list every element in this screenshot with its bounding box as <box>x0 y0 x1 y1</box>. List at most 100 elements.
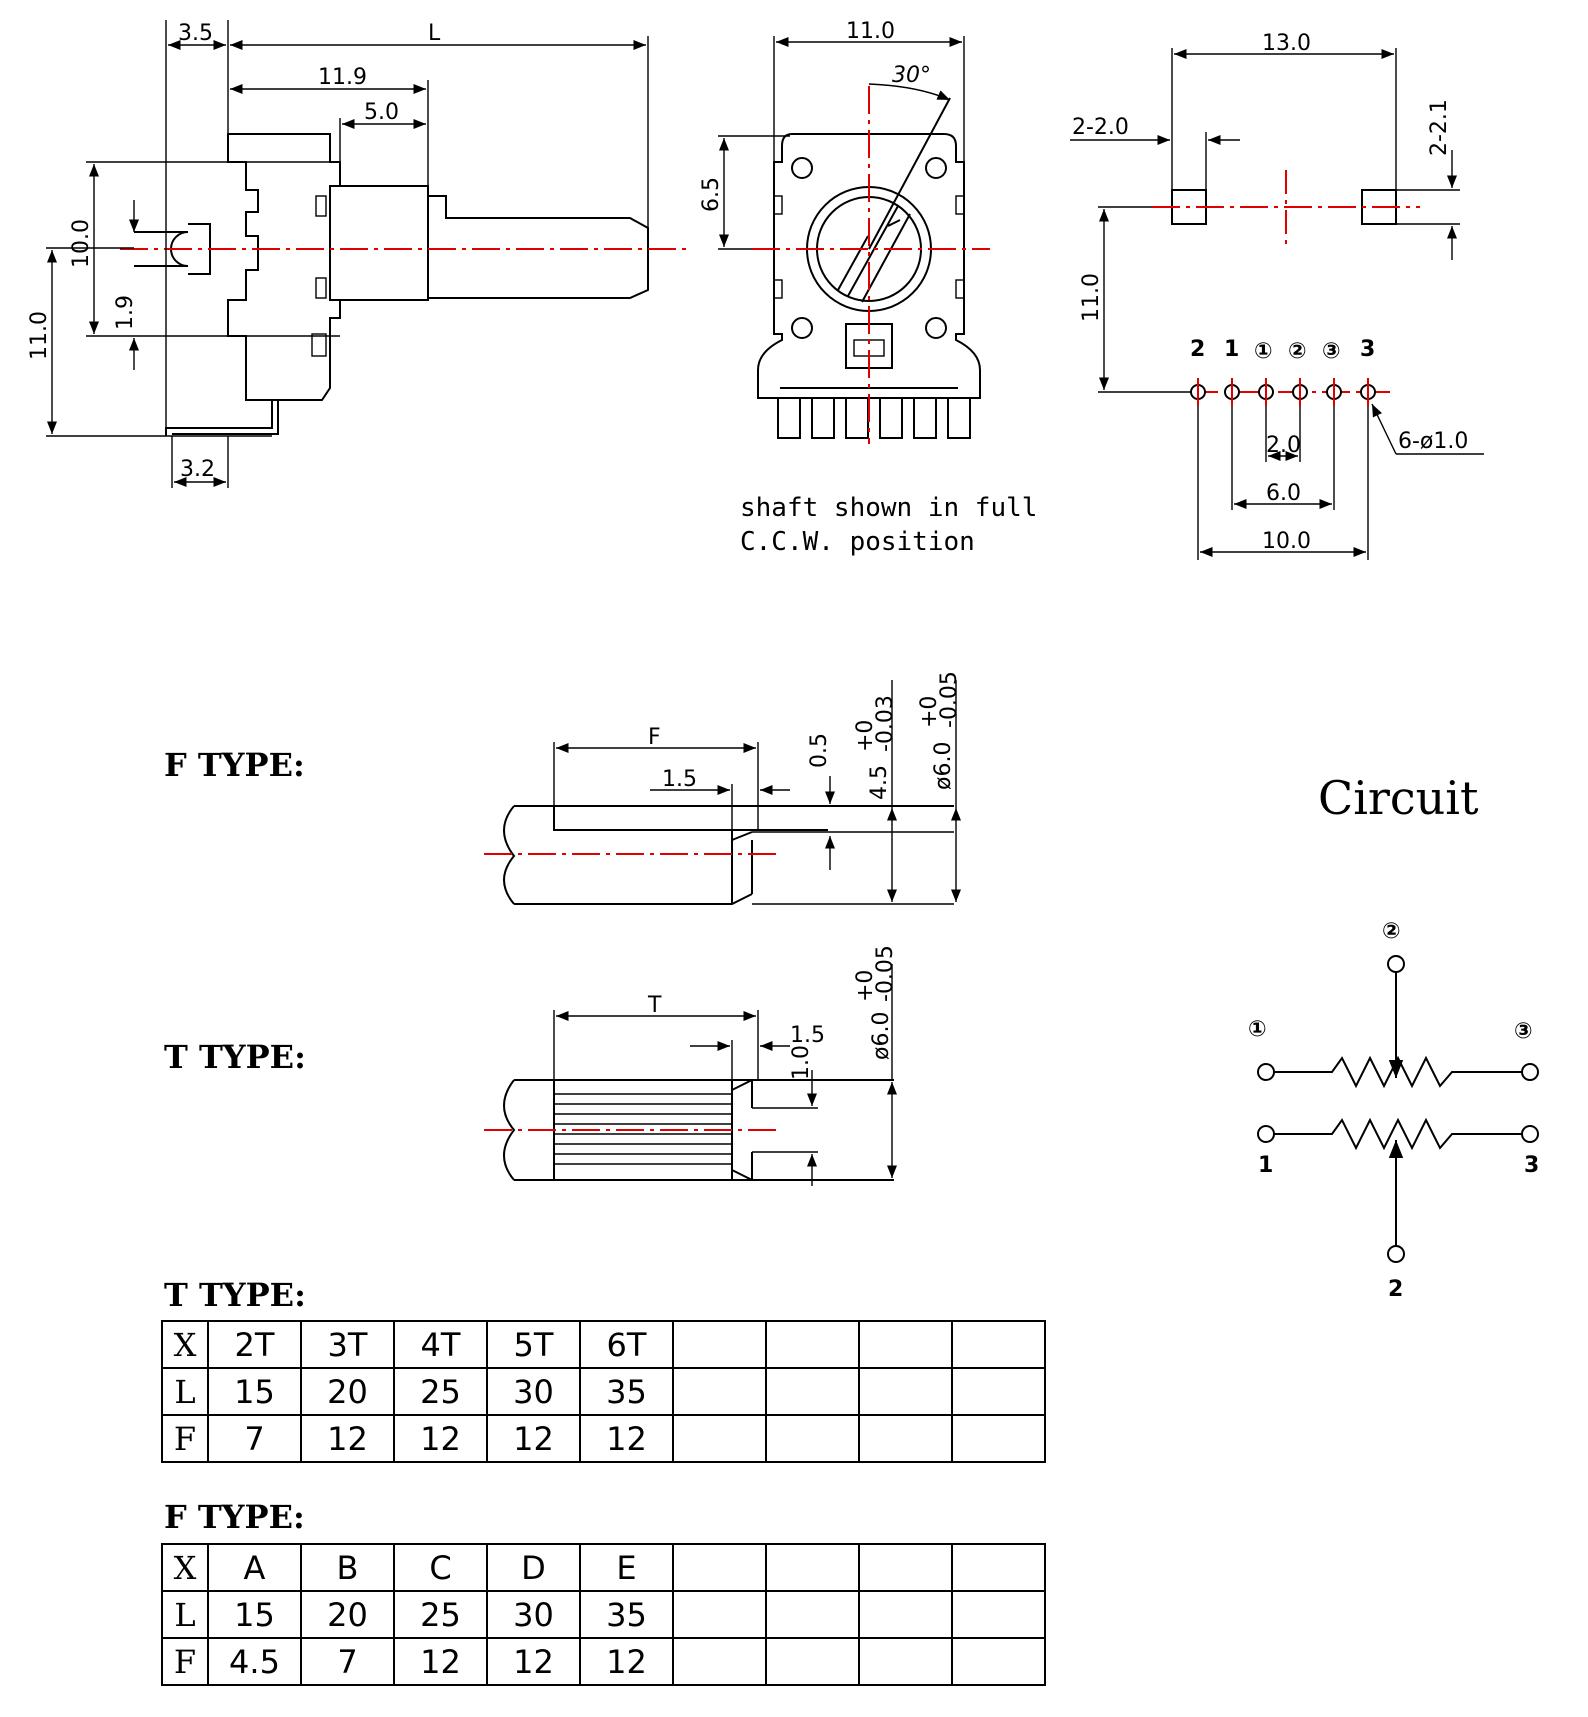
table-cell <box>951 1414 1046 1463</box>
table-cell: F <box>161 1637 209 1686</box>
circuit-lower-pin-2: 2 <box>1388 1277 1403 1302</box>
table-cell: 4.5 <box>207 1637 302 1686</box>
angle-30: 30° <box>892 63 931 88</box>
table-cell: X <box>161 1320 209 1369</box>
table-row: L 15 20 25 30 35 <box>161 1590 1046 1639</box>
t-type-table-title: T TYPE: <box>164 1276 306 1314</box>
table-cell: F <box>161 1414 209 1463</box>
pcb-dim-11-0: 11.0 <box>1079 273 1104 322</box>
front-view-dimensions: 11.0 30° 6.5 <box>699 19 965 250</box>
table-cell <box>858 1543 953 1592</box>
table-cell: 12 <box>486 1637 581 1686</box>
table-cell: 3T <box>300 1320 395 1369</box>
pcb-pin-c1: ① <box>1254 339 1273 364</box>
table-cell: 15 <box>207 1590 302 1639</box>
dim-3-5: 3.5 <box>178 21 213 46</box>
pcb-dim-13-0: 13.0 <box>1262 31 1311 56</box>
table-cell: 35 <box>579 1590 674 1639</box>
table-cell: 15 <box>207 1367 302 1416</box>
f-dim-4-5: 4.5 <box>867 765 892 800</box>
table-cell <box>951 1367 1046 1416</box>
table-cell <box>858 1320 953 1369</box>
table-cell: A <box>207 1543 302 1592</box>
f-dim-F: F <box>648 725 661 750</box>
table-cell <box>672 1637 767 1686</box>
front-dim-6-5: 6.5 <box>699 177 724 212</box>
table-cell: 30 <box>486 1367 581 1416</box>
f-dim-4-5-tol-plus: +0 <box>853 720 878 752</box>
table-row: F 4.5 7 12 12 12 <box>161 1637 1046 1686</box>
pcb-dim-2-2-1: 2-2.1 <box>1427 99 1452 156</box>
table-cell <box>858 1590 953 1639</box>
table-cell <box>765 1414 860 1463</box>
table-cell <box>672 1367 767 1416</box>
t-dim-6-0-tol-plus: +0 <box>853 970 878 1002</box>
table-row: X A B C D E <box>161 1543 1046 1592</box>
pcb-dim-6-0: 6.0 <box>1266 481 1301 506</box>
table-cell <box>765 1543 860 1592</box>
table-cell <box>765 1367 860 1416</box>
pcb-dim-2-0: 2.0 <box>1266 433 1301 458</box>
table-cell: L <box>161 1590 209 1639</box>
f-dim-6-0-tol-minus: -0.05 <box>937 671 962 728</box>
table-cell: 12 <box>579 1637 674 1686</box>
t-dim-1-5: 1.5 <box>790 1023 825 1048</box>
t-type-table: X 2T 3T 4T 5T 6T L 15 20 25 30 35 F 7 12… <box>161 1320 1046 1463</box>
f-dim-4-5-tol-minus: -0.03 <box>873 695 898 752</box>
pcb-pin-1: 1 <box>1224 337 1239 362</box>
table-cell: 6T <box>579 1320 674 1369</box>
pcb-pin-c3: ③ <box>1322 339 1341 364</box>
circuit-lower-pin-1: 1 <box>1258 1153 1273 1178</box>
table-cell: 25 <box>393 1367 488 1416</box>
table-cell: C <box>393 1543 488 1592</box>
circuit-diagram: Circuit ① ② ③ 1 2 3 <box>1248 771 1539 1302</box>
pcb-pin-2: 2 <box>1190 337 1205 362</box>
table-cell: L <box>161 1367 209 1416</box>
f-type-label: F TYPE: <box>164 746 305 784</box>
pcb-dim-2-2-0: 2-2.0 <box>1072 115 1129 140</box>
table-cell <box>858 1367 953 1416</box>
shaft-note-line2: C.C.W. position <box>740 527 975 557</box>
table-cell: 20 <box>300 1590 395 1639</box>
table-cell <box>765 1320 860 1369</box>
circuit-lower-pin-3: 3 <box>1524 1153 1539 1178</box>
front-view: 11.0 30° 6.5 shaft shown in full C.C.W. … <box>699 19 1037 557</box>
pcb-dim-hole: 6-ø1.0 <box>1398 429 1468 454</box>
circuit-upper-pin-3: ③ <box>1514 1019 1533 1044</box>
table-cell <box>951 1320 1046 1369</box>
table-row: F 7 12 12 12 12 <box>161 1414 1046 1463</box>
f-dim-1-5: 1.5 <box>662 767 697 792</box>
table-row: X 2T 3T 4T 5T 6T <box>161 1320 1046 1369</box>
table-cell <box>672 1320 767 1369</box>
dim-11-0: 11.0 <box>27 311 52 360</box>
table-cell: 2T <box>207 1320 302 1369</box>
table-row: L 15 20 25 30 35 <box>161 1367 1046 1416</box>
table-cell: 7 <box>300 1637 395 1686</box>
table-cell: 12 <box>393 1637 488 1686</box>
circuit-upper-pin-2: ② <box>1382 919 1401 944</box>
t-type-shaft: T TYPE: T 1.5 1.0 ø6.0 +0 <box>164 945 898 1186</box>
t-dim-6-0-tol-minus: -0.05 <box>873 945 898 1002</box>
table-cell <box>765 1637 860 1686</box>
table-cell: 5T <box>486 1320 581 1369</box>
side-view: 3.5 L 11.9 5.0 10.0 1.9 11.0 3.2 <box>27 20 690 488</box>
circuit-upper-pin-1: ① <box>1248 1017 1267 1042</box>
dim-1-9: 1.9 <box>113 295 138 330</box>
table-cell: 20 <box>300 1367 395 1416</box>
table-cell: 35 <box>579 1367 674 1416</box>
side-view-dimensions: 3.5 L 11.9 5.0 10.0 1.9 11.0 3.2 <box>27 20 649 488</box>
table-cell <box>951 1637 1046 1686</box>
table-cell: 12 <box>579 1414 674 1463</box>
circuit-title: Circuit <box>1318 771 1479 825</box>
table-cell <box>858 1414 953 1463</box>
shaft-note-line1: shaft shown in full <box>740 493 1037 523</box>
dim-5-0: 5.0 <box>364 100 399 125</box>
front-dim-11-0: 11.0 <box>846 19 895 44</box>
dim-L: L <box>428 21 441 46</box>
f-type-table-title: F TYPE: <box>164 1498 305 1536</box>
table-cell <box>672 1414 767 1463</box>
t-dim-6-0: ø6.0 <box>869 1012 894 1060</box>
table-cell: X <box>161 1543 209 1592</box>
f-dim-0-5: 0.5 <box>807 733 832 768</box>
